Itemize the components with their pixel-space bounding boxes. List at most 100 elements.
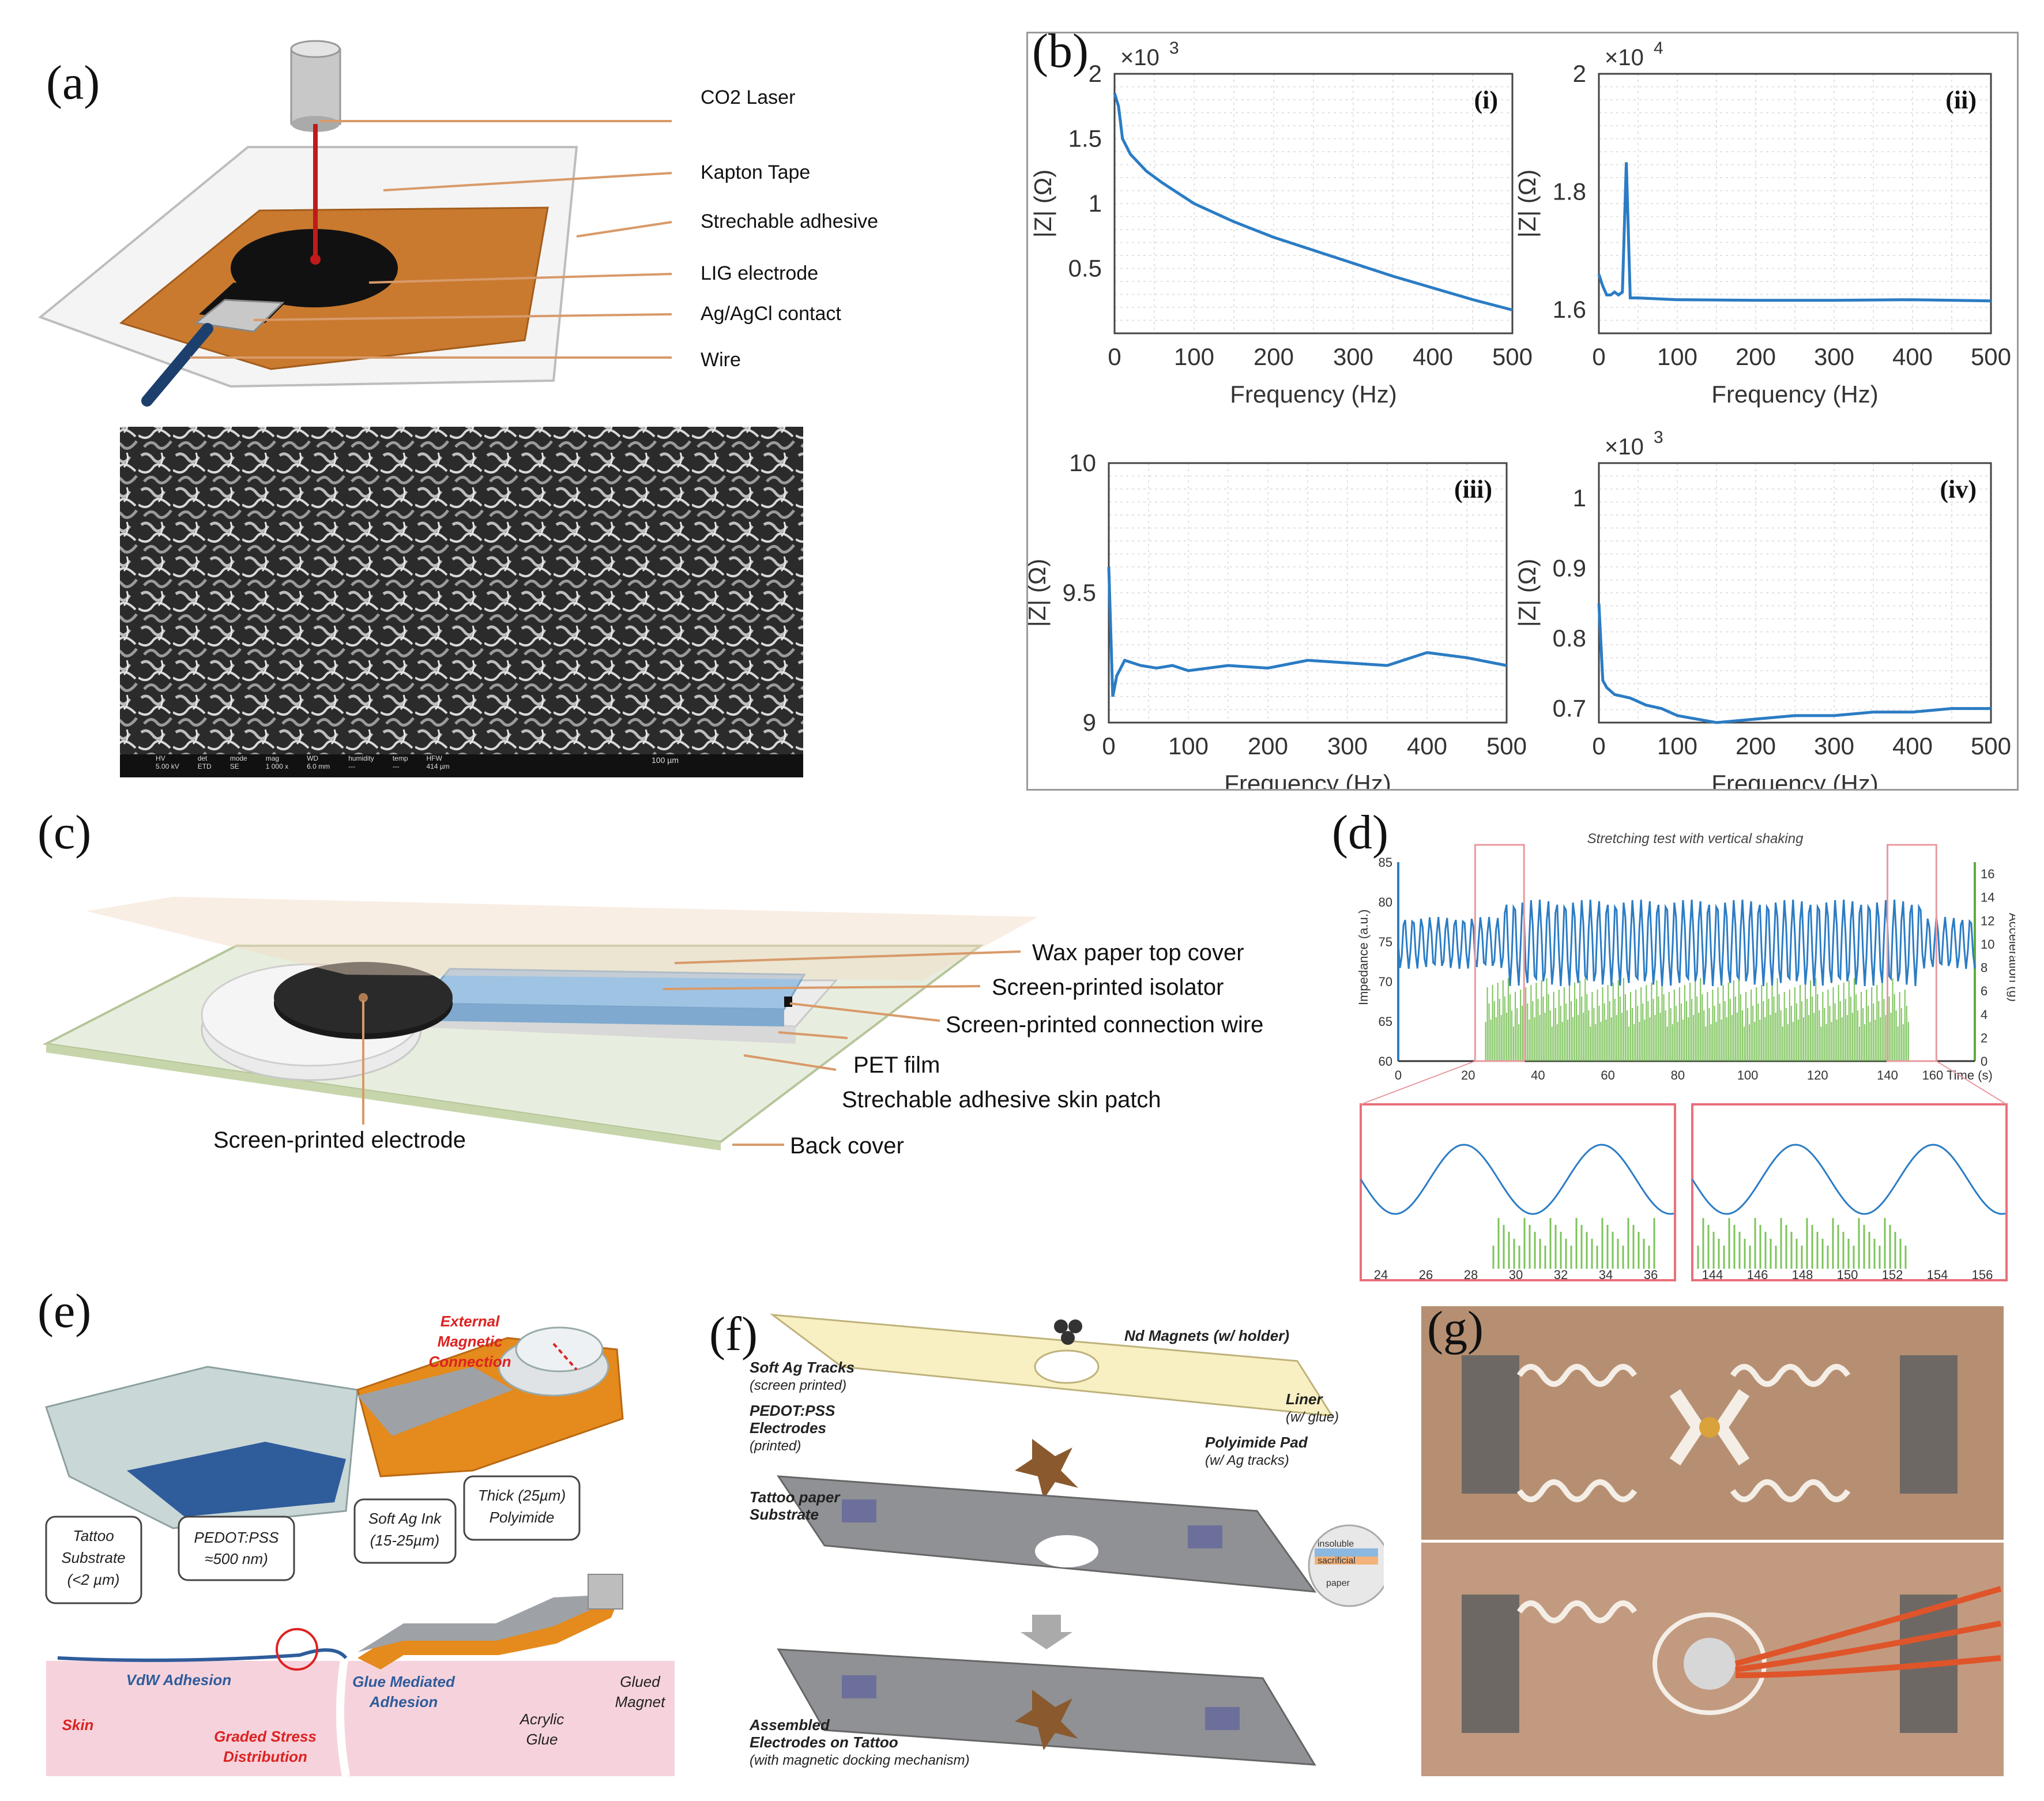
- x-tick-label: 200: [1736, 732, 1776, 759]
- callout-stretchable-adhesive: Strechable adhesive: [701, 210, 878, 232]
- zoom-tick-label: 34: [1599, 1268, 1613, 1282]
- chart-frame: [1598, 73, 1992, 334]
- panel-d-plot: Stretching test with vertical shaking Im…: [1356, 831, 2015, 1282]
- f-label-assembled: Assembled: [749, 1716, 830, 1734]
- e-label-thick-pi: Thick (25µm): [478, 1487, 566, 1504]
- x-tick-label: 20: [1461, 1068, 1475, 1082]
- y-axis-label: |Z| (Ω): [1028, 559, 1051, 627]
- e-label-adhesion: Adhesion: [369, 1693, 438, 1710]
- e-label-external: External: [441, 1313, 500, 1330]
- right-tick-label: 2: [1981, 1031, 1987, 1045]
- zoom-tick-label: 146: [1747, 1268, 1768, 1282]
- y-multiplier-exponent: 3: [1169, 39, 1179, 58]
- panel-d-title: Stretching test with vertical shaking: [1587, 831, 1804, 847]
- f-label-pedot: PEDOT:PSS: [750, 1402, 835, 1419]
- zoom-tick-label: 154: [1927, 1268, 1948, 1282]
- x-tick-label: 0: [1108, 343, 1121, 370]
- panel-label-f: (f): [709, 1307, 758, 1361]
- e-label-distribution: Distribution: [223, 1748, 307, 1765]
- right-tick-label: 14: [1981, 890, 1994, 905]
- chart-roman-label: (iv): [1940, 475, 1977, 503]
- e-label-graded-stress: Graded Stress: [214, 1728, 317, 1745]
- callout-wire: Wire: [701, 349, 741, 371]
- panel-a: CO2 Laser Kapton Tape Strechable adhesiv…: [0, 0, 980, 784]
- y-tick-label: 1: [1573, 484, 1586, 512]
- f-label-docking: (with magnetic docking mechanism): [750, 1753, 969, 1768]
- callout-lig-electrode: LIG electrode: [701, 262, 818, 284]
- y-axis-label: |Z| (Ω): [1514, 559, 1541, 627]
- f-inset-sacrificial: sacrificial: [1318, 1556, 1356, 1566]
- x-tick-label: 500: [1486, 732, 1527, 759]
- zoom-tick-label: 148: [1792, 1268, 1813, 1282]
- x-tick-label: 0: [1592, 343, 1605, 370]
- right-tick-label: 8: [1981, 961, 1987, 975]
- e-label-glued: Glued: [620, 1673, 661, 1690]
- zoom-tick-label: 150: [1837, 1268, 1858, 1282]
- e-label-glue-mediated: Glue Mediated: [352, 1673, 456, 1690]
- y-tick-label: 1.5: [1068, 125, 1102, 152]
- e-label-polyimide: Polyimide: [490, 1509, 555, 1526]
- f-label-tattoo-paper: Tattoo paper: [750, 1488, 841, 1506]
- zoom-impedance-series: [1691, 1144, 2006, 1215]
- sem-scale-bar: 100 µm: [652, 755, 679, 765]
- y-multiplier: ×10: [1605, 434, 1644, 460]
- y-tick-label: 1: [1089, 190, 1102, 217]
- x-axis-label: Frequency (Hz): [1230, 381, 1396, 408]
- x-tick-label: 100: [1737, 1068, 1759, 1082]
- panel-e: Tattoo Substrate (<2 µm) PEDOT:PSS ≈500 …: [35, 1303, 680, 1776]
- x-tick-label: 80: [1671, 1068, 1685, 1082]
- y-tick-label: 0.7: [1553, 695, 1586, 722]
- panel-g-photo: [1421, 1306, 2004, 1776]
- right-tick-label: 4: [1981, 1007, 1987, 1022]
- y-tick-label: 0.5: [1068, 255, 1102, 282]
- y-tick-label: 10: [1069, 449, 1096, 476]
- zoom-tick-label: 26: [1419, 1268, 1433, 1282]
- x-tick-label: 40: [1531, 1068, 1545, 1082]
- x-tick-label: 500: [1492, 343, 1533, 370]
- f-label-electrodes: Electrodes: [750, 1419, 826, 1437]
- y-multiplier-exponent: 3: [1654, 428, 1663, 447]
- e-label-substrate: Substrate: [61, 1549, 125, 1566]
- left-tick-label: 85: [1379, 855, 1392, 870]
- x-tick-label: 100: [1657, 732, 1697, 759]
- panel-label-d: (d): [1332, 806, 1388, 859]
- e-label-acrylic: Acrylic: [519, 1710, 564, 1728]
- impedance-series-line: [1113, 93, 1513, 311]
- panel-label-g: (g): [1427, 1302, 1484, 1355]
- x-tick-label: 400: [1892, 732, 1933, 759]
- e-label-pedot: PEDOT:PSS: [194, 1529, 280, 1546]
- right-tick-label: 0: [1981, 1054, 1987, 1069]
- chart-roman-label: (ii): [1945, 86, 1977, 114]
- left-tick-label: 60: [1379, 1054, 1392, 1069]
- right-tick-label: 16: [1981, 867, 1994, 881]
- impedance-series: [1397, 900, 1976, 986]
- y-axis-label: |Z| (Ω): [1514, 170, 1541, 238]
- x-tick-label: 500: [1971, 732, 2011, 759]
- x-tick-label: 300: [1327, 732, 1368, 759]
- panel-label-c: (c): [37, 806, 92, 859]
- y-tick-label: 0.9: [1553, 554, 1586, 581]
- x-tick-label: 500: [1971, 343, 2011, 370]
- zoom-tick-label: 28: [1464, 1268, 1478, 1282]
- panel-a-schematic: CO2 Laser Kapton Tape Strechable adhesiv…: [38, 40, 878, 777]
- y-tick-label: 1.6: [1553, 296, 1586, 323]
- panel-f: Nd Magnets (w/ holder) Soft Ag Tracks Li…: [709, 1303, 1384, 1776]
- zoom-panel-frame: [1691, 1103, 2008, 1281]
- x-tick-label: 400: [1407, 732, 1447, 759]
- e-label-tattoo: Tattoo: [73, 1527, 114, 1544]
- x-axis-label: Frequency (Hz): [1224, 770, 1391, 789]
- x-tick-label: 300: [1814, 732, 1854, 759]
- x-tick-label: 300: [1814, 343, 1854, 370]
- e-label-thickness: (<2 µm): [67, 1571, 120, 1588]
- x-tick-label: 200: [1248, 732, 1288, 759]
- e-label-skin: Skin: [62, 1716, 94, 1734]
- chart-frame: [1113, 73, 1514, 334]
- f-label-polyimide: Polyimide Pad: [1205, 1434, 1308, 1451]
- zoom-connector: [1936, 1061, 2007, 1105]
- f-label-with-glue: (w/ glue): [1286, 1409, 1339, 1425]
- x-tick-label: 120: [1807, 1068, 1828, 1082]
- e-label-connection: Connection: [429, 1353, 511, 1370]
- y-axis-label: |Z| (Ω): [1029, 170, 1056, 238]
